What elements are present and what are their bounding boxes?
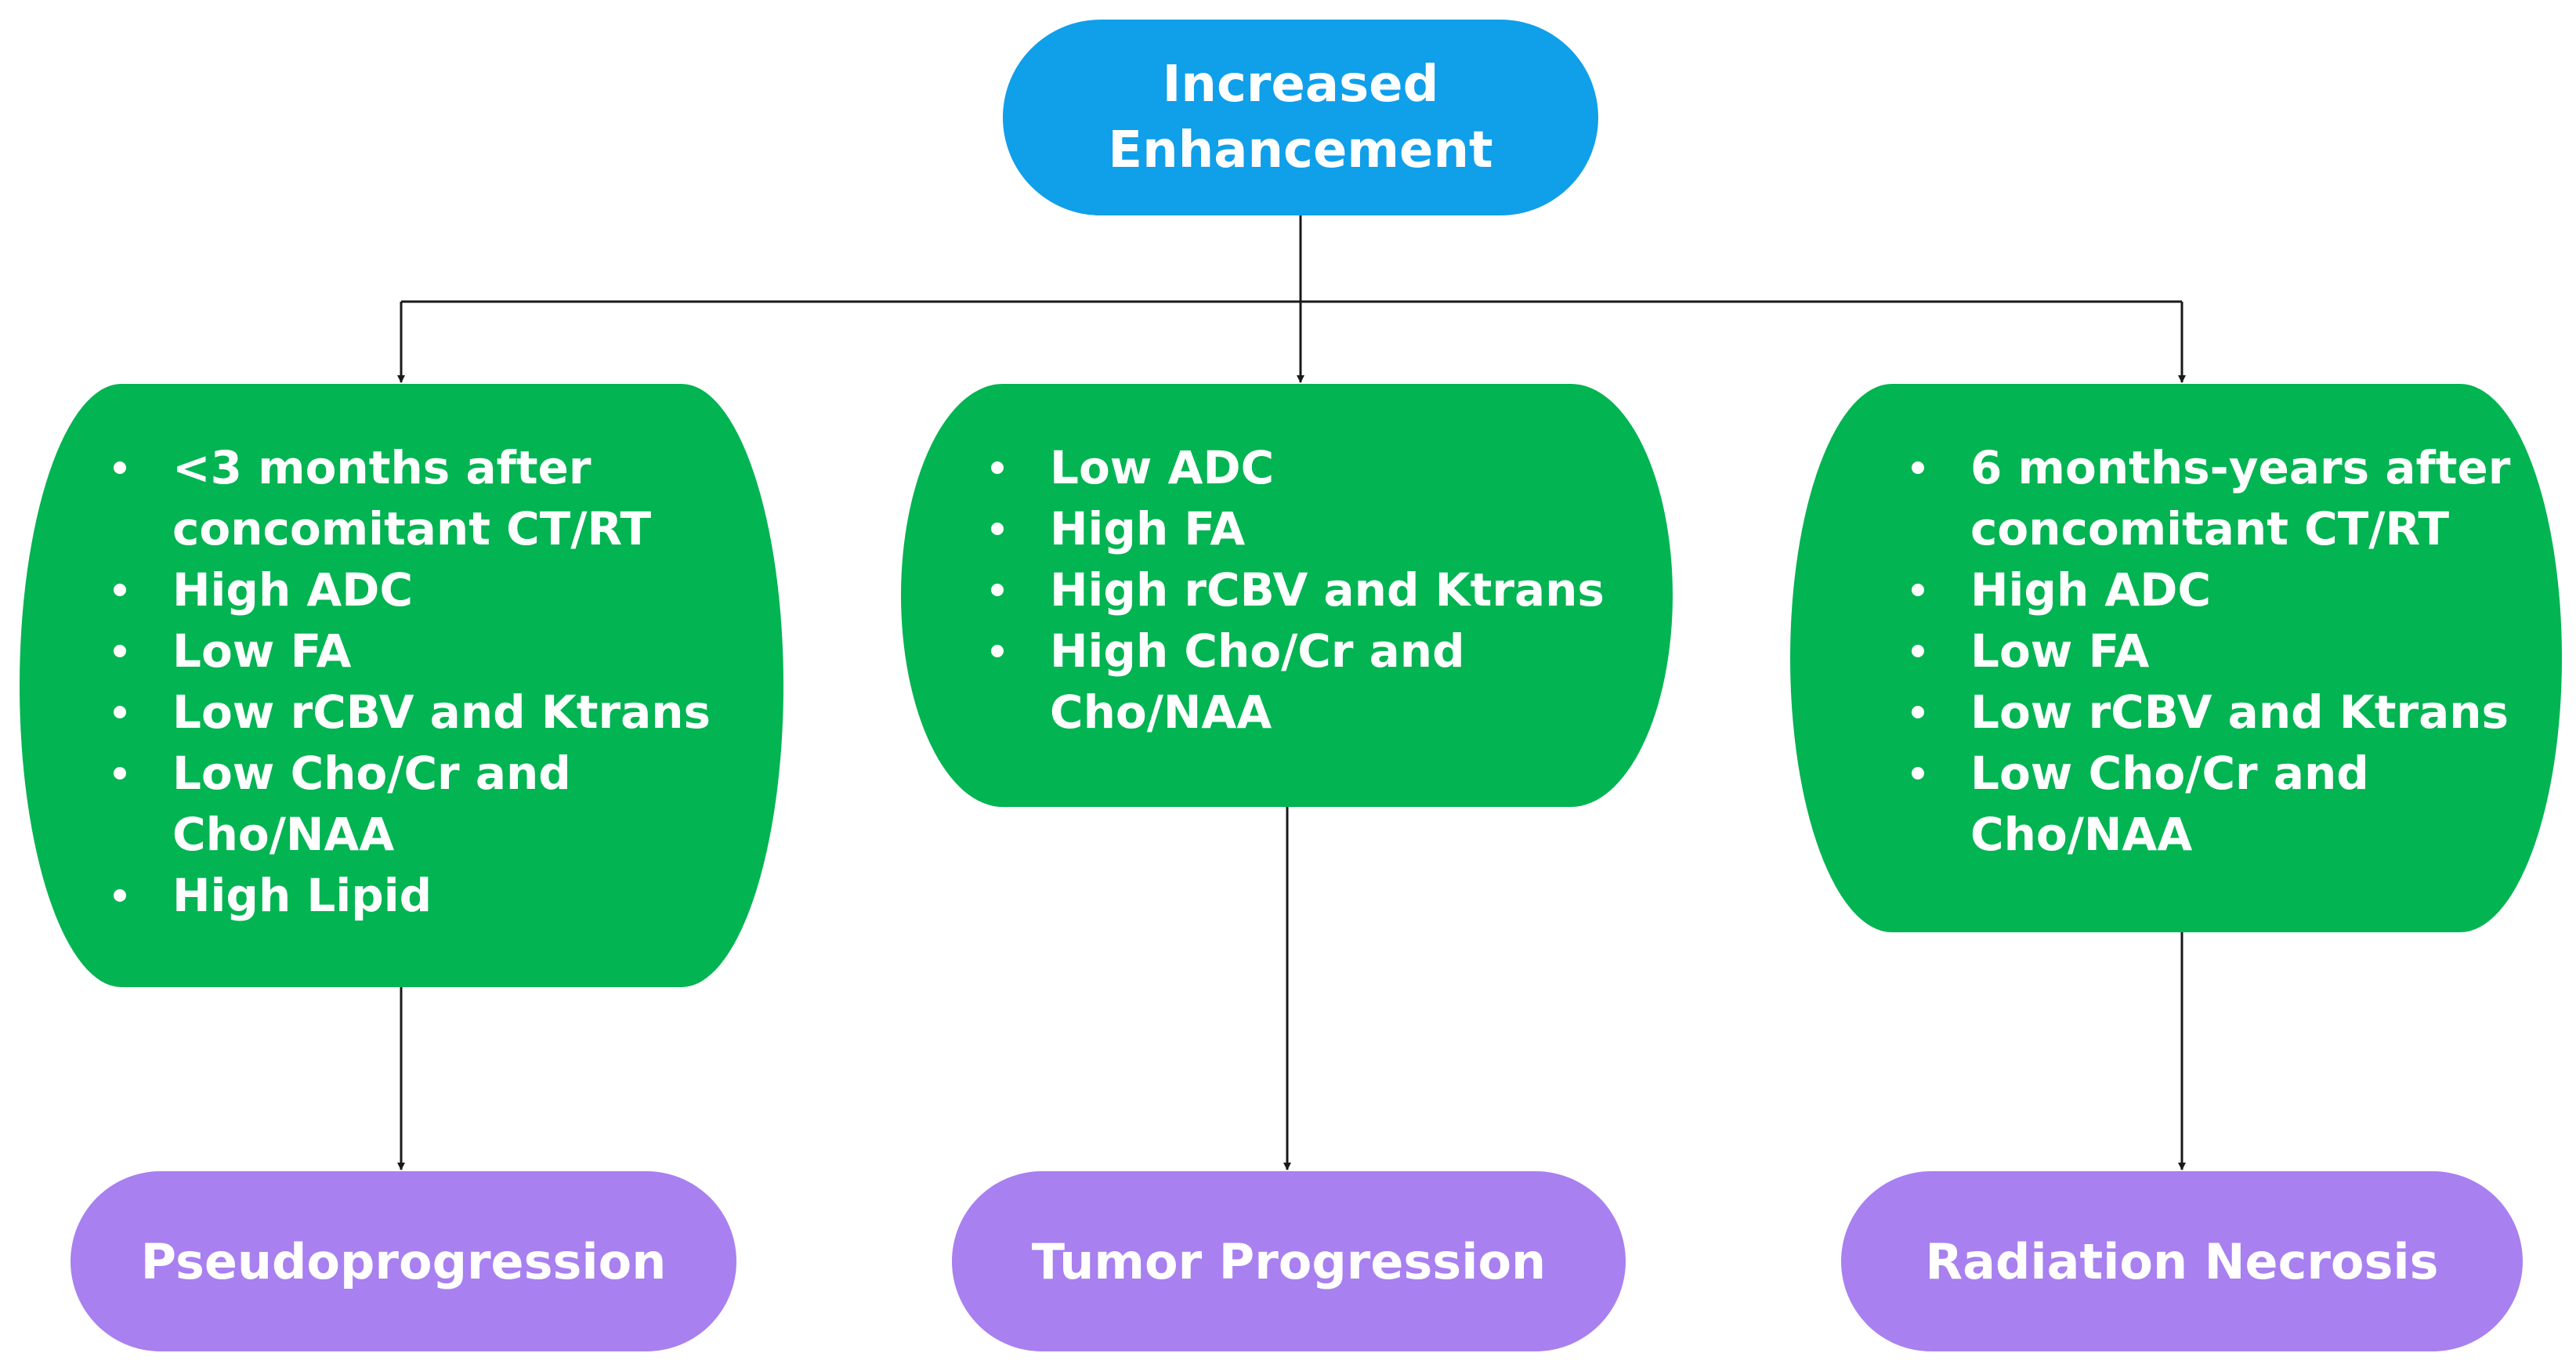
- criteria-item: High rCBV and Ktrans: [991, 559, 1673, 620]
- outcome-label: Radiation Necrosis: [1925, 1232, 2439, 1290]
- criteria-item: Low Cho/Cr and Cho/NAA: [114, 743, 783, 865]
- root-label-line-1: Increased: [1162, 56, 1439, 114]
- criteria-item: Low rCBV and Ktrans: [1912, 682, 2562, 743]
- criteria-box-pseudoprogression: <3 months after concomitant CT/RT High A…: [20, 384, 783, 987]
- criteria-item: Low rCBV and Ktrans: [114, 682, 783, 743]
- outcome-node-pseudoprogression: Pseudoprogression: [71, 1171, 736, 1351]
- criteria-list: Low ADC High FA High rCBV and Ktrans Hig…: [991, 437, 1673, 743]
- outcome-node-tumor-progression: Tumor Progression: [952, 1171, 1626, 1351]
- criteria-item: High ADC: [114, 559, 783, 620]
- criteria-item: High FA: [991, 498, 1673, 559]
- criteria-item: Low FA: [1912, 620, 2562, 682]
- criteria-item: 6 months-years after concomitant CT/RT: [1912, 437, 2562, 559]
- criteria-box-radiation-necrosis: 6 months-years after concomitant CT/RT H…: [1790, 384, 2562, 932]
- criteria-item: <3 months after concomitant CT/RT: [114, 437, 783, 559]
- criteria-box-tumor-progression: Low ADC High FA High rCBV and Ktrans Hig…: [901, 384, 1673, 807]
- criteria-item: High Lipid: [114, 865, 783, 926]
- criteria-item: Low Cho/Cr and Cho/NAA: [1912, 743, 2562, 865]
- criteria-item: High ADC: [1912, 559, 2562, 620]
- outcome-label: Tumor Progression: [1031, 1232, 1547, 1290]
- criteria-list: <3 months after concomitant CT/RT High A…: [114, 437, 783, 926]
- criteria-item: Low ADC: [991, 437, 1673, 498]
- outcome-label: Pseudoprogression: [140, 1232, 667, 1290]
- criteria-list: 6 months-years after concomitant CT/RT H…: [1912, 437, 2562, 865]
- root-label-line-2: Enhancement: [1108, 121, 1493, 179]
- criteria-item: High Cho/Cr and Cho/NAA: [991, 620, 1673, 743]
- criteria-item: Low FA: [114, 620, 783, 682]
- outcome-node-radiation-necrosis: Radiation Necrosis: [1841, 1171, 2523, 1351]
- root-node-increased-enhancement: Increased Enhancement: [1003, 20, 1598, 215]
